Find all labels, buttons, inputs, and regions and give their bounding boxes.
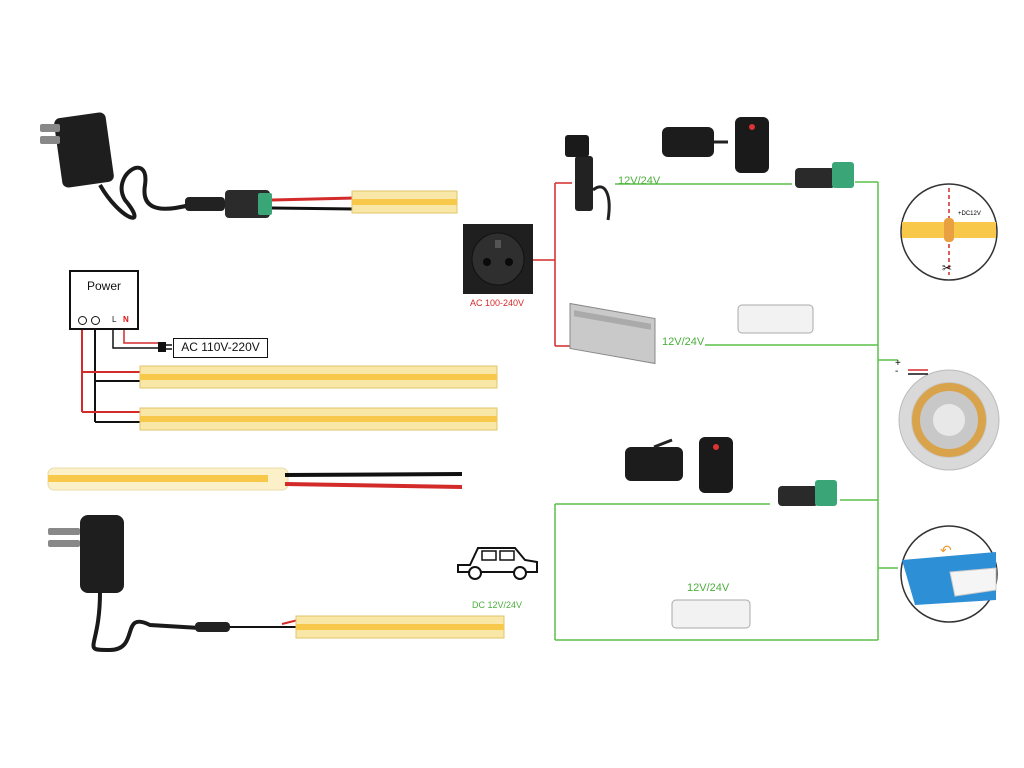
terminal-negative bbox=[91, 316, 100, 325]
power-title: Power bbox=[87, 279, 122, 293]
led-reel bbox=[898, 369, 1000, 471]
wall-socket-icon bbox=[463, 224, 533, 294]
dc-connector-top bbox=[795, 162, 854, 188]
waterproof-strip bbox=[47, 467, 289, 491]
minus-sign: - bbox=[895, 366, 899, 377]
wire-ac-n bbox=[123, 330, 160, 344]
cut-mark-label: +DC12V bbox=[958, 211, 981, 217]
plus-sign: + bbox=[895, 358, 901, 369]
led-strip-bottom bbox=[295, 615, 505, 639]
led-strip-top bbox=[351, 190, 458, 214]
wall-adapter-bottom bbox=[48, 515, 124, 593]
voltage-label-bottom: 12V/24V bbox=[687, 582, 730, 594]
terminal-positive bbox=[78, 316, 87, 325]
wall-adapter-top bbox=[40, 112, 114, 188]
psu-box bbox=[569, 302, 656, 365]
controller-box-mid bbox=[737, 304, 814, 334]
dc-connector-bottom bbox=[778, 480, 837, 506]
dc-barrel-bottom bbox=[195, 622, 230, 632]
car-icon bbox=[457, 547, 538, 580]
wire-black-wp bbox=[284, 472, 463, 477]
remote-top bbox=[735, 117, 769, 173]
svg-text:↶: ↶ bbox=[940, 542, 952, 558]
terminal-n-label: N bbox=[123, 315, 129, 324]
terminal-l-label: L bbox=[112, 315, 117, 324]
svg-text:✂: ✂ bbox=[942, 261, 952, 275]
ac-socket-label: AC 100-240V bbox=[470, 298, 525, 308]
ac-input-label: AC 110V-220V bbox=[173, 338, 268, 358]
dc-jack-connector-top bbox=[185, 190, 272, 218]
wire-ac-l bbox=[112, 330, 160, 349]
dimmer-module-top bbox=[662, 127, 728, 157]
green-wiring bbox=[554, 181, 898, 641]
dimmer-module-bottom bbox=[625, 438, 683, 481]
led-strip-power-2 bbox=[139, 407, 498, 431]
adapter-cable-bottom bbox=[91, 591, 201, 653]
led-strip-power-1 bbox=[139, 365, 498, 389]
voltage-label-top: 12V/24V bbox=[618, 175, 661, 187]
ac-plug-icon bbox=[158, 342, 172, 352]
power-supply-box: Power L N bbox=[69, 270, 139, 330]
remote-bottom bbox=[699, 437, 733, 493]
wire-black-top bbox=[271, 206, 356, 211]
dc-car-label: DC 12V/24V bbox=[472, 600, 523, 610]
wire-red-top bbox=[271, 196, 356, 202]
adhesive-tape-detail: ↶ bbox=[900, 525, 998, 623]
cut-mark-detail: ✂ bbox=[900, 183, 998, 281]
controller-box-bottom bbox=[671, 599, 751, 629]
small-adapter-top bbox=[565, 135, 611, 221]
adapter-cable-top bbox=[98, 165, 191, 220]
voltage-label-mid: 12V/24V bbox=[662, 336, 705, 348]
wire-red-wp bbox=[284, 482, 463, 489]
